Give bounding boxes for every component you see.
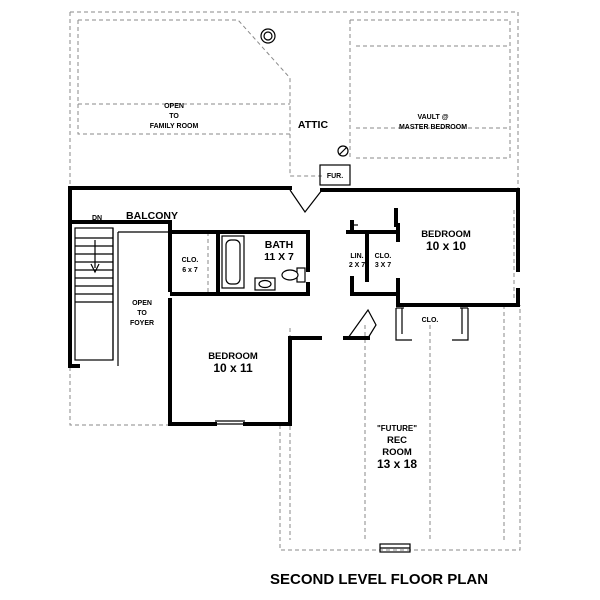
label-linen-1: LIN. <box>350 253 363 260</box>
label-closet-bottom: CLO. <box>422 317 439 324</box>
label-dn: DN <box>92 215 102 222</box>
dashed-outlines <box>69 11 521 551</box>
walls <box>68 186 520 426</box>
label-bedroom-left-2: 10 x 11 <box>213 361 253 375</box>
label-open-foyer-1: OPEN <box>132 300 152 307</box>
label-balcony: BALCONY <box>126 210 178 222</box>
label-future-4: 13 x 18 <box>377 457 417 471</box>
label-linen-2: 2 X 7 <box>349 262 365 269</box>
label-future-3: ROOM <box>382 447 412 458</box>
door-swings <box>215 189 411 553</box>
label-closet-right-2: 3 X 7 <box>375 262 391 269</box>
label-fur: FUR. <box>327 173 343 180</box>
label-open-family-3: FAMILY ROOM <box>150 123 199 130</box>
label-future-1: "FUTURE" <box>377 424 417 433</box>
closet-lines <box>395 307 469 341</box>
label-attic: ATTIC <box>298 119 329 131</box>
label-open-family-2: TO <box>169 113 179 120</box>
label-closet-right-1: CLO. <box>375 253 392 260</box>
label-bedroom-left-1: BEDROOM <box>208 351 258 362</box>
label-bedroom-right-1: BEDROOM <box>421 229 471 240</box>
furnace-box <box>319 164 351 186</box>
stairs <box>74 227 170 366</box>
label-bedroom-right-2: 10 x 10 <box>426 239 466 253</box>
label-bath-2: 11 X 7 <box>264 251 294 263</box>
label-closet-left-2: 6 x 7 <box>182 267 198 274</box>
sink-icon <box>254 277 276 291</box>
label-open-foyer-2: TO <box>137 310 147 317</box>
plan-title: SECOND LEVEL FLOOR PLAN <box>270 571 488 588</box>
label-vault-1: VAULT @ <box>417 114 448 121</box>
label-open-foyer-3: FOYER <box>130 320 154 327</box>
toilet-icon <box>281 267 306 283</box>
label-bath-1: BATH <box>265 239 293 251</box>
bathtub-icon <box>221 235 245 289</box>
fan-icon <box>260 28 276 44</box>
label-vault-2: MASTER BEDROOM <box>399 124 467 131</box>
label-future-2: REC <box>387 435 407 446</box>
label-open-family-1: OPEN <box>164 103 184 110</box>
label-closet-left-1: CLO. <box>182 257 199 264</box>
furnace-icon <box>337 145 349 157</box>
